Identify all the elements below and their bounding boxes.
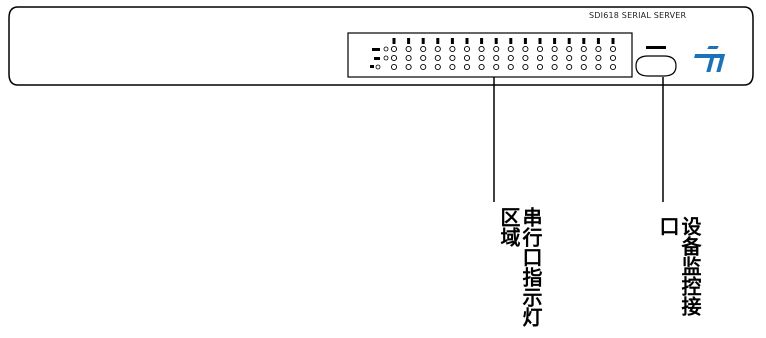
port-led [493, 45, 500, 53]
port-led [449, 54, 456, 62]
console-port-connector [635, 55, 677, 77]
port-led [449, 63, 456, 71]
port-number-mark [509, 38, 513, 44]
port-led [566, 45, 573, 53]
port-number-mark [392, 38, 396, 44]
port-led [595, 63, 602, 71]
port-led [405, 63, 412, 71]
port-led [580, 45, 587, 53]
port-led [609, 45, 617, 53]
port-led [580, 63, 587, 71]
port-led [405, 54, 412, 62]
port-led [609, 54, 617, 62]
chassis-outline [8, 6, 754, 86]
port-led [434, 63, 441, 71]
port-number-mark [523, 38, 527, 44]
port-led [595, 45, 602, 53]
port-number-mark [611, 38, 615, 44]
port-number-mark [582, 38, 586, 44]
port-led [507, 54, 514, 62]
port-led [420, 63, 427, 71]
port-led [580, 54, 587, 62]
port-number-mark [450, 38, 454, 44]
port-led [463, 45, 471, 53]
port-led [566, 54, 573, 62]
port-led [536, 54, 544, 62]
serial-port-led-grid [390, 38, 617, 71]
port-number-mark [538, 38, 542, 44]
port-led [493, 54, 500, 62]
port-number-mark [494, 38, 498, 44]
port-led [551, 45, 558, 53]
port-led [463, 54, 471, 62]
indicator-area-box [347, 32, 633, 78]
port-led [493, 63, 500, 71]
port-led [522, 63, 529, 71]
port-led [522, 54, 529, 62]
console-port-label-bar [646, 46, 666, 49]
device-front-panel [8, 6, 754, 86]
port-led [609, 63, 617, 71]
port-number-mark [421, 38, 425, 44]
port-led [390, 63, 398, 71]
console-port-label: 设备监控接口 [656, 216, 702, 316]
port-led [434, 45, 441, 53]
port-led [522, 45, 529, 53]
port-number-mark [480, 38, 484, 44]
port-led [478, 45, 485, 53]
port-led [536, 45, 544, 53]
port-led [551, 54, 558, 62]
port-led [478, 63, 485, 71]
port-led [507, 45, 514, 53]
port-led [390, 54, 398, 62]
port-number-mark [465, 38, 469, 44]
port-led [478, 54, 485, 62]
indicator-legend [370, 46, 389, 70]
port-led [420, 54, 427, 62]
port-number-mark [567, 38, 571, 44]
port-led [463, 63, 471, 71]
port-number-mark [553, 38, 557, 44]
port-led [507, 63, 514, 71]
port-number-mark [596, 38, 600, 44]
port-led [551, 63, 558, 71]
port-led [595, 54, 602, 62]
port-led [390, 45, 398, 53]
tt-logo [694, 46, 726, 72]
port-led [405, 45, 412, 53]
serial-indicator-label: 串行口指示灯区域 [497, 207, 543, 327]
port-led [449, 45, 456, 53]
port-led [420, 45, 427, 53]
port-led [434, 54, 441, 62]
model-label: SDI618 SERIAL SERVER [589, 11, 687, 20]
port-led [536, 63, 544, 71]
port-led [566, 63, 573, 71]
port-number-mark [436, 38, 440, 44]
port-number-mark [407, 38, 411, 44]
